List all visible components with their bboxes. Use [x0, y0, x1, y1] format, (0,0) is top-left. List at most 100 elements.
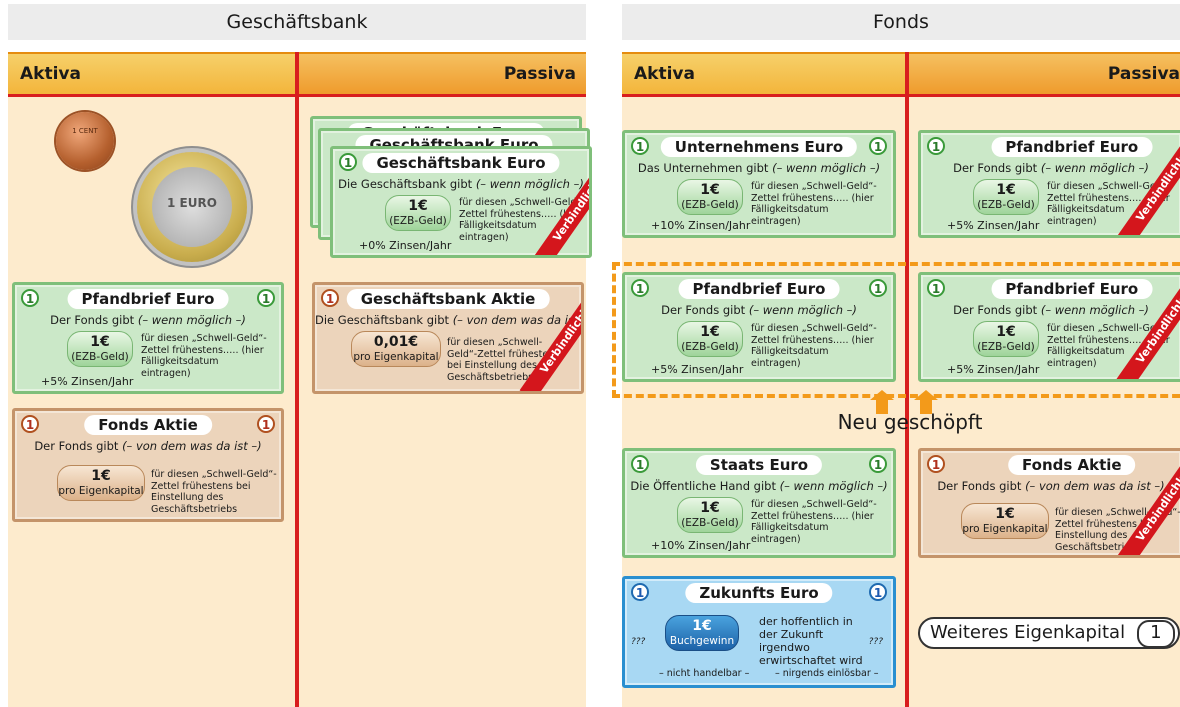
issuer-text: Das Unternehmen gibt — [637, 161, 773, 175]
note-value-badge: 1 — [339, 153, 357, 171]
one-cent-label: 1 CENT — [72, 127, 98, 135]
interest-rate: +5% Zinsen/Jahr — [41, 375, 134, 388]
issuer-text: Der Fonds gibt — [661, 303, 749, 317]
amount-pill: 1€pro Eigenkapital — [961, 503, 1049, 539]
amount-sub: (EZB-Geld) — [977, 341, 1035, 353]
note-issuer: Der Fonds gibt (– von dem was da ist –) — [15, 439, 281, 453]
geschaeftsbank-divider — [295, 52, 299, 707]
amount-pill: 1€pro Eigenkapital — [57, 465, 145, 501]
note-title: Zukunfts Euro — [685, 583, 833, 603]
interest-rate: +5% Zinsen/Jahr — [947, 219, 1040, 232]
note-issuer: Das Unternehmen gibt (– wenn möglich –) — [625, 161, 893, 175]
note-terms: für diesen „Schwell-Geld“-Zettel frühest… — [1047, 181, 1173, 227]
note-value-badge: 1 — [631, 279, 649, 297]
amount-pill: 1€(EZB-Geld) — [677, 497, 743, 533]
amount-pill: 1€(EZB-Geld) — [67, 331, 133, 367]
note-issuer: Die Geschäftsbank gibt (– wenn möglich –… — [333, 177, 589, 191]
issuer-text: Der Fonds gibt — [953, 161, 1041, 175]
up-arrow-icon — [870, 390, 894, 414]
pfandbrief-euro-liability-note: 1 Pfandbrief Euro Der Fonds gibt (– wenn… — [918, 272, 1180, 382]
amount-pill: 1€(EZB-Geld) — [385, 195, 451, 231]
note-title: Unternehmens Euro — [660, 137, 858, 157]
geschaeftsbank-aktiva-header: Aktiva — [8, 52, 298, 97]
amount: 1€ — [700, 182, 720, 198]
note-title: Fonds Aktie — [1008, 455, 1136, 475]
interest-rate: +0% Zinsen/Jahr — [359, 239, 452, 252]
issuer-condition: (– wenn möglich –) — [779, 479, 888, 493]
note-terms: für diesen „Schwell-Geld“-Zettel frühest… — [141, 333, 267, 379]
note-value-badge: 1 — [927, 137, 945, 155]
amount: 1€ — [91, 468, 111, 484]
aktiva-label: Aktiva — [20, 64, 81, 84]
passiva-label: Passiva — [1107, 64, 1180, 84]
amount-sub: (EZB-Geld) — [71, 351, 129, 363]
further-equity-pill: Weiteres Eigenkapital 1 — [918, 617, 1180, 649]
amount-pill: 1€(EZB-Geld) — [677, 179, 743, 215]
note-title: Staats Euro — [695, 455, 823, 475]
neu-geschoepft-label: Neu geschöpft — [837, 410, 983, 434]
amount: 1€ — [700, 324, 720, 340]
issuer-condition: (– von dem was da ist –) — [1025, 479, 1165, 493]
note-title: Pfandbrief Euro — [991, 137, 1153, 157]
interest-rate: +10% Zinsen/Jahr — [651, 219, 751, 232]
note-value-badge: 1 — [631, 455, 649, 473]
note-value-badge: 1 — [21, 415, 39, 433]
issuer-text: Die Geschäftsbank gibt — [315, 313, 453, 327]
note-issuer: Der Fonds gibt (– wenn möglich –) — [625, 303, 893, 317]
pfandbrief-euro-liability-note: 1 Pfandbrief Euro Der Fonds gibt (– wenn… — [918, 130, 1180, 238]
issuer-condition: (– wenn möglich –) — [1040, 161, 1149, 175]
issuer-text: Der Fonds gibt — [50, 313, 138, 327]
geschaeftsbank-title: Geschäftsbank — [8, 4, 586, 40]
further-equity-value: 1 — [1136, 620, 1175, 648]
note-issuer: Der Fonds gibt (– von dem was da ist –) — [921, 479, 1180, 493]
issuer-text: Die Öffentliche Hand gibt — [630, 479, 780, 493]
amount: 1€ — [408, 198, 428, 214]
fonds-divider — [905, 52, 909, 707]
amount-sub: pro Eigenkapital — [58, 485, 144, 497]
one-euro-label: 1 EURO — [167, 196, 217, 210]
note-title: Geschäftsbank Aktie — [346, 289, 550, 309]
issuer-condition: (– wenn möglich –) — [772, 161, 881, 175]
pfandbrief-euro-note: 1 1 Pfandbrief Euro Der Fonds gibt (– we… — [12, 282, 284, 394]
amount-sub: (EZB-Geld) — [977, 199, 1035, 211]
issuer-condition: (– wenn möglich –) — [748, 303, 857, 317]
not-tradable-label: – nicht handelbar – — [659, 668, 750, 679]
pfandbrief-euro-note: 1 1 Pfandbrief Euro Der Fonds gibt (– we… — [622, 272, 896, 382]
amount-pill: 1€(EZB-Geld) — [973, 321, 1039, 357]
amount: 1€ — [90, 334, 110, 350]
amount-sub: (EZB-Geld) — [681, 199, 739, 211]
amount-pill: 1€(EZB-Geld) — [677, 321, 743, 357]
amount: 1€ — [996, 324, 1016, 340]
issuer-condition: (– wenn möglich –) — [475, 177, 584, 191]
interest-rate: +10% Zinsen/Jahr — [651, 539, 751, 552]
note-terms: für diesen „Schwell-Geld“-Zettel frühest… — [1055, 507, 1180, 553]
amount-sub: (EZB-Geld) — [389, 215, 447, 227]
one-cent-coin: 1 CENT — [56, 112, 114, 170]
aktiva-label: Aktiva — [634, 64, 695, 84]
note-issuer: Die Geschäftsbank gibt (– von dem was da… — [315, 313, 581, 327]
note-value-badge: 1 — [257, 289, 275, 307]
note-issuer: Der Fonds gibt (– wenn möglich –) — [15, 313, 281, 327]
up-arrow-icon — [914, 390, 938, 414]
amount-sub: (EZB-Geld) — [681, 341, 739, 353]
note-value-badge: 1 — [631, 583, 649, 601]
note-value-badge: 1 — [21, 289, 39, 307]
note-value-badge: 1 — [257, 415, 275, 433]
geschaeftsbank-euro-note: 1 Geschäftsbank Euro Die Geschäftsbank g… — [330, 146, 592, 258]
note-terms: für diesen „Schwell-Geld“-Zettel frühest… — [447, 337, 560, 383]
issuer-text: Die Geschäftsbank gibt — [338, 177, 476, 191]
fonds-aktie-note: 1 1 Fonds Aktie Der Fonds gibt (– von de… — [12, 408, 284, 522]
note-value-badge: 1 — [869, 455, 887, 473]
interest-rate: +5% Zinsen/Jahr — [651, 363, 744, 376]
fonds-passiva-header: Passiva — [908, 52, 1180, 97]
amount: 1€ — [996, 182, 1016, 198]
note-issuer: Der Fonds gibt (– wenn möglich –) — [921, 303, 1180, 317]
issuer-text: Der Fonds gibt — [953, 303, 1041, 317]
note-title: Geschäftsbank Euro — [362, 153, 560, 173]
amount: 0,01€ — [373, 334, 419, 350]
fonds-title: Fonds — [622, 4, 1180, 40]
amount-sub: pro Eigenkapital — [962, 523, 1048, 535]
fonds-aktie-note: 1 Fonds Aktie Der Fonds gibt (– von dem … — [918, 448, 1180, 558]
note-value-badge: 1 — [927, 455, 945, 473]
note-value-badge: 1 — [321, 289, 339, 307]
